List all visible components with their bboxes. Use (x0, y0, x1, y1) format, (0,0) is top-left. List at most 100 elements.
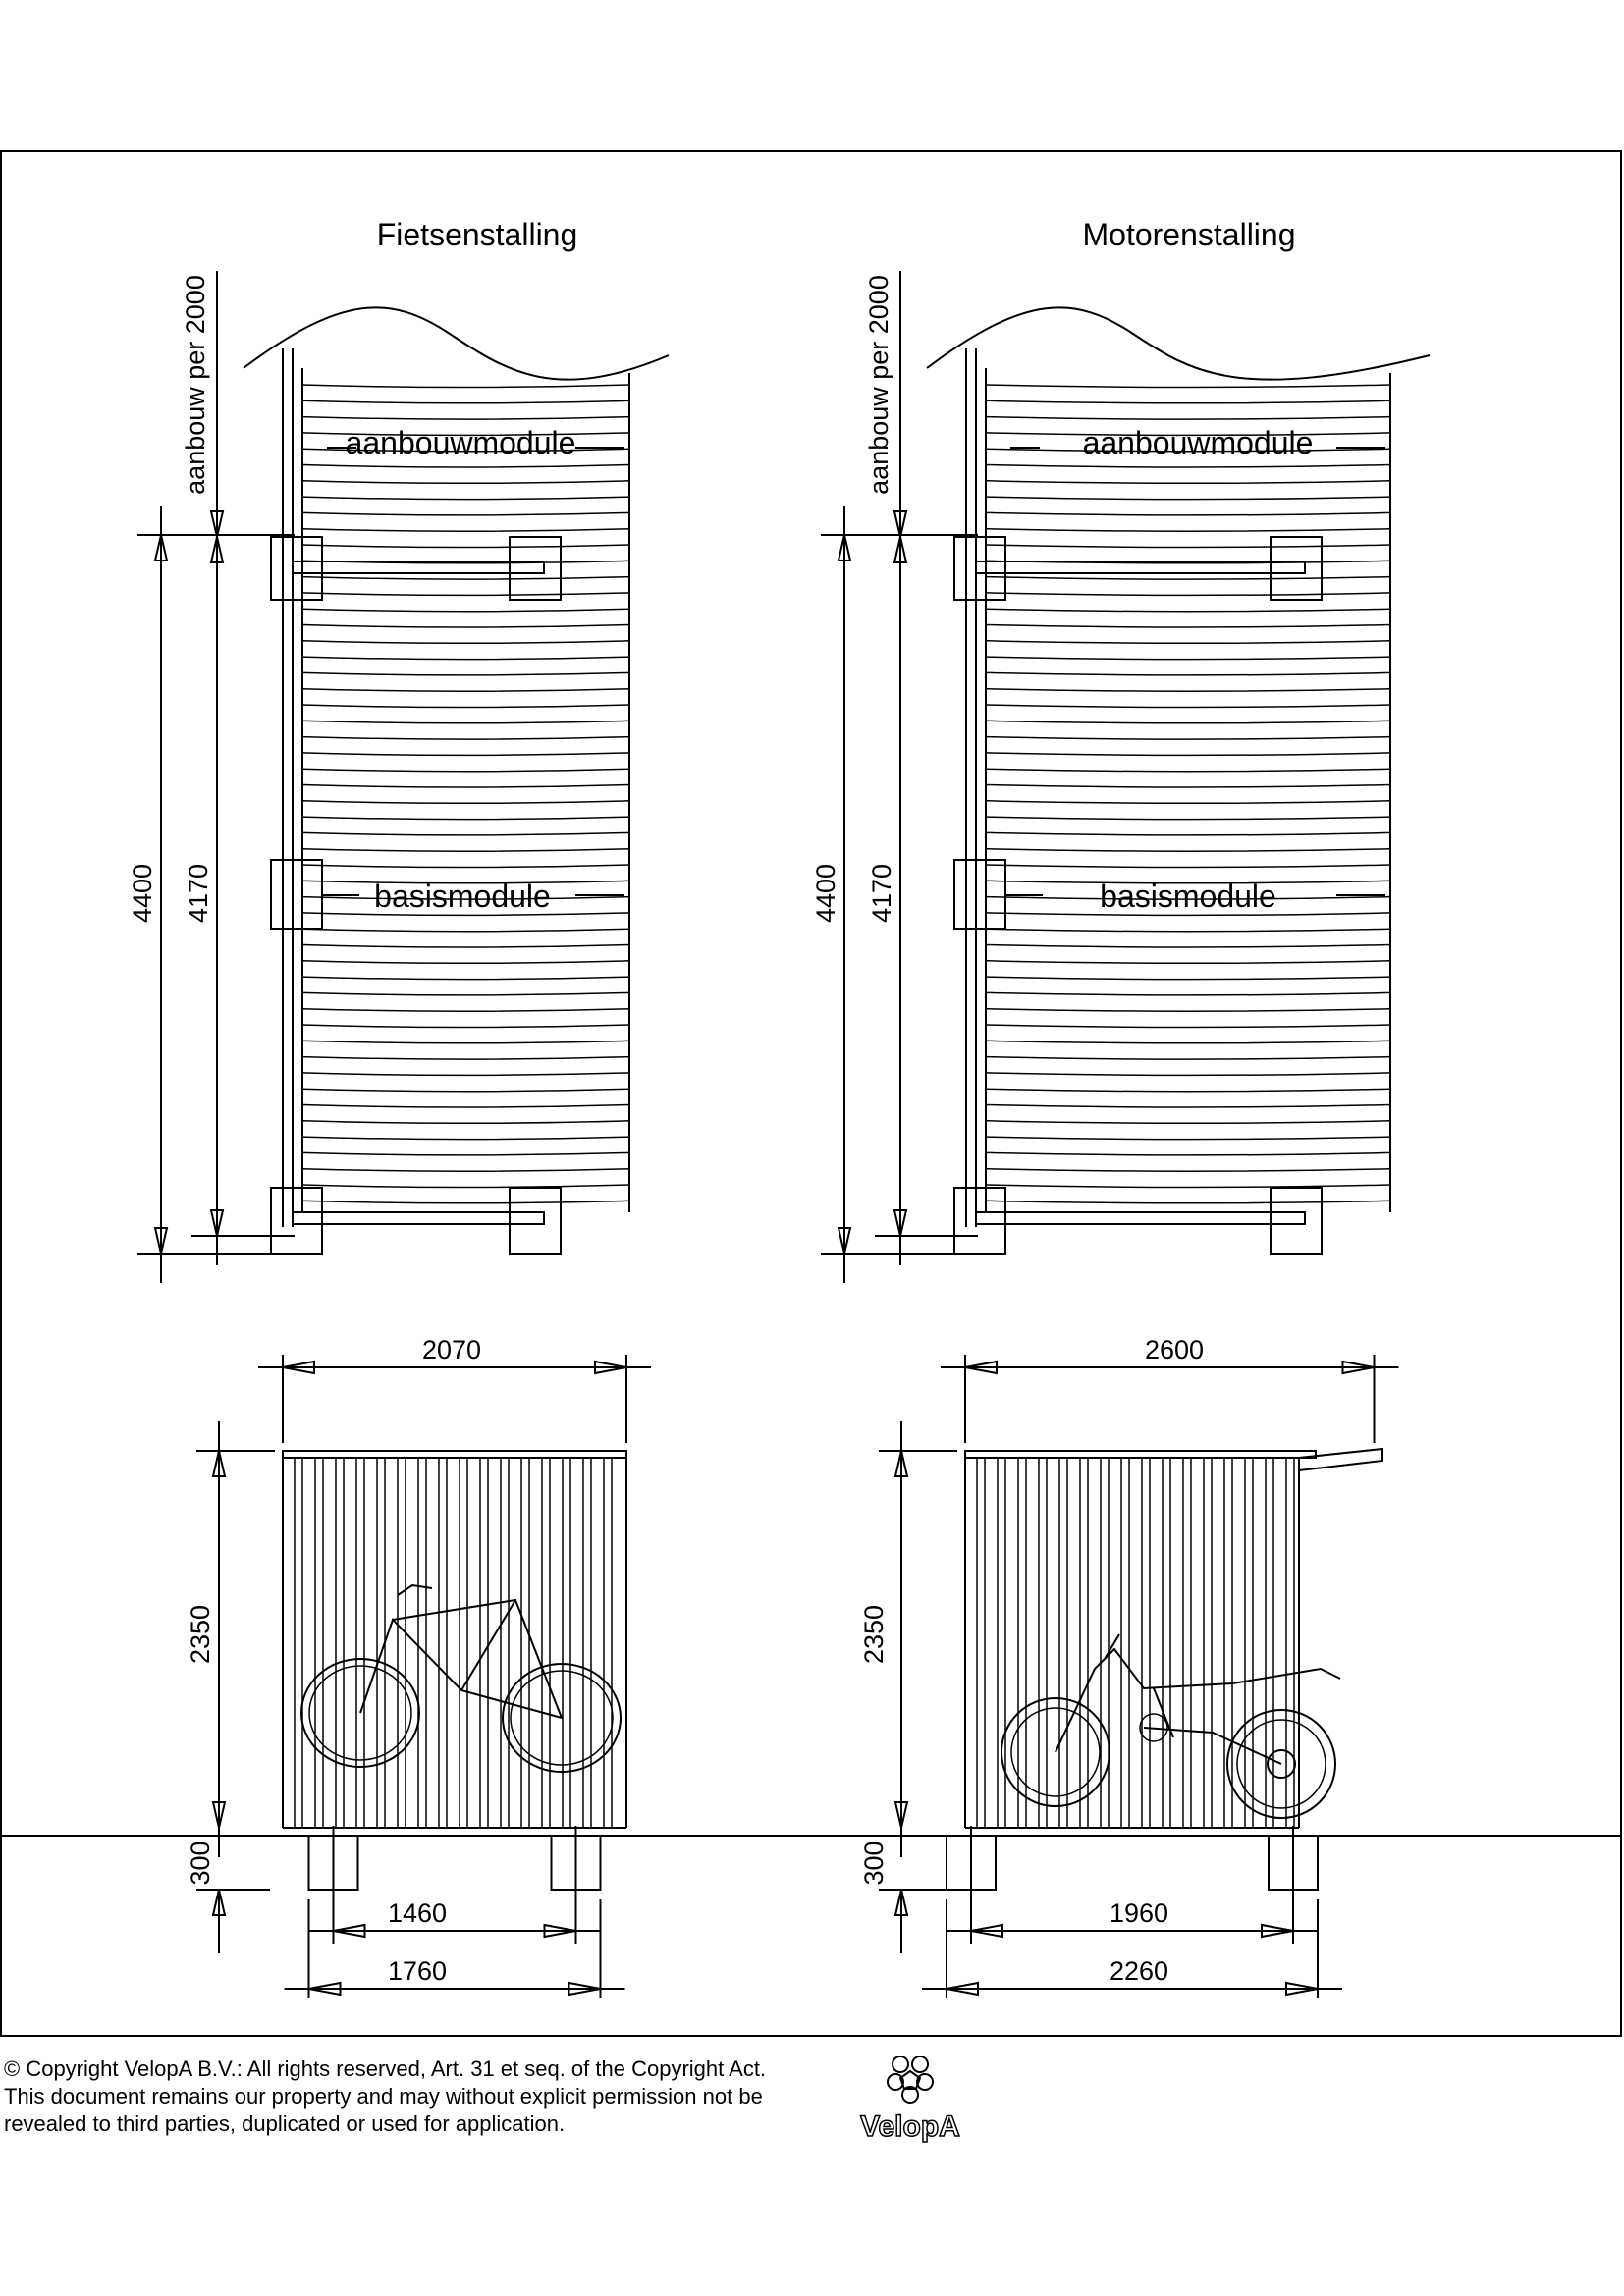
connector (509, 1187, 562, 1255)
slat (985, 1024, 1391, 1029)
slat (985, 864, 1391, 869)
wheel (1001, 1697, 1110, 1807)
slat (985, 1103, 1391, 1108)
dimension-arrow (209, 510, 225, 538)
slat (301, 752, 630, 757)
dimension-arrow (1341, 1360, 1375, 1375)
wheel (1226, 1709, 1336, 1819)
slat (985, 895, 1391, 900)
slat (985, 991, 1391, 996)
slat (985, 656, 1391, 661)
copyright-notice: © Copyright VelopA B.V.: All rights rese… (4, 2056, 766, 2138)
slat (985, 831, 1391, 836)
slat (301, 1103, 630, 1108)
slat (985, 960, 1391, 965)
slat (301, 592, 630, 597)
dimension-arrow (837, 1227, 852, 1255)
slat (985, 1040, 1391, 1044)
dim-total-length: 4400 (128, 864, 157, 923)
front-view-motorcycle (0, 1355, 1622, 1998)
slat (985, 912, 1391, 917)
slat (301, 895, 630, 900)
slat (301, 1024, 630, 1029)
slat (985, 671, 1391, 676)
dimension-arrow (153, 534, 169, 561)
dim-total-length: 4400 (811, 864, 840, 923)
motorcycle-illustration (1001, 1633, 1341, 1819)
beam (292, 1211, 545, 1225)
slat (985, 640, 1391, 645)
slat (985, 463, 1391, 468)
dim-height: 2350 (859, 1605, 889, 1664)
bicycle-illustration (300, 1583, 622, 1773)
slat (301, 816, 630, 821)
slat (985, 1200, 1391, 1204)
wheel (300, 1658, 420, 1768)
slat (985, 976, 1391, 981)
connector (953, 859, 1006, 930)
slat (301, 1088, 630, 1093)
slat (985, 1151, 1391, 1156)
motorcycle-frame (1055, 1633, 1341, 1765)
svg-text:VelopA: VelopA (860, 2110, 960, 2143)
connector (953, 1187, 1006, 1255)
slat (301, 656, 630, 661)
dimension-arrow (946, 1981, 979, 1997)
dimension-arrow (1261, 1923, 1294, 1939)
dimension-arrow (893, 1209, 908, 1237)
slat (985, 704, 1391, 709)
slat (985, 720, 1391, 724)
slat (301, 384, 630, 389)
slat (985, 511, 1391, 516)
slat (985, 783, 1391, 788)
dimension-arrow (964, 1360, 998, 1375)
hub (1267, 1749, 1296, 1779)
dim-extension: aanbouw per 2000 (181, 275, 210, 495)
dimension-arrow (308, 1981, 342, 1997)
wheel (1236, 1719, 1326, 1809)
slat (985, 816, 1391, 821)
dimension-arrow (209, 536, 225, 563)
roof (282, 1450, 627, 1459)
copyright-line: revealed to third parties, duplicated or… (4, 2111, 566, 2136)
dim-width: 2070 (422, 1335, 481, 1364)
bicycle-frame (359, 1583, 564, 1720)
slat (985, 1167, 1391, 1172)
dim-width: 2600 (1145, 1335, 1204, 1364)
slat (301, 864, 630, 869)
connector (1270, 1187, 1323, 1255)
plan-view-motorcycle (821, 271, 1431, 1283)
slat (301, 768, 630, 773)
wheel (510, 1670, 614, 1766)
roof (964, 1450, 1317, 1459)
slat (301, 943, 630, 948)
slat (985, 928, 1391, 933)
copyright-line: This document remains our property and m… (4, 2084, 763, 2109)
connector (270, 859, 323, 930)
slat (985, 592, 1391, 597)
break-line (926, 306, 1431, 381)
slat (301, 415, 630, 420)
plan-view-bicycle (137, 271, 670, 1283)
slat (301, 623, 630, 628)
slat (985, 1007, 1391, 1012)
slat (985, 735, 1391, 740)
slat (985, 1136, 1391, 1141)
slat (985, 544, 1391, 549)
slat (301, 976, 630, 981)
slat (985, 880, 1391, 884)
slat (301, 432, 630, 437)
slat (985, 1055, 1391, 1060)
slat (301, 671, 630, 676)
slat (985, 623, 1391, 628)
dimension-arrow (282, 1360, 315, 1375)
slat (301, 831, 630, 836)
slat (301, 575, 630, 580)
slat (301, 1184, 630, 1189)
slat (985, 752, 1391, 757)
slat (985, 527, 1391, 532)
slat (301, 1167, 630, 1172)
dimension-arrow (1285, 1981, 1319, 1997)
dimension-arrow (837, 534, 852, 561)
